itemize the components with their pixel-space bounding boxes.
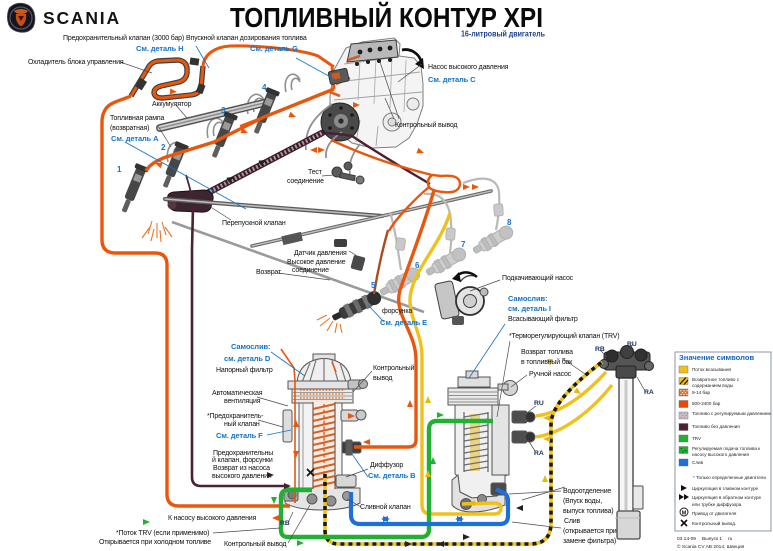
svg-text:Водоотделение: Водоотделение <box>563 488 611 495</box>
svg-text:Высокое давление: Высокое давление <box>287 259 346 266</box>
svg-text:соединение: соединение <box>287 178 324 185</box>
svg-text:Диффузор: Диффузор <box>370 462 403 469</box>
svg-text:й клапан, форсунки: й клапан, форсунки <box>212 456 273 464</box>
svg-text:TRV: TRV <box>692 436 702 441</box>
svg-text:Возврат из насоса: Возврат из насоса <box>213 465 270 472</box>
svg-text:Предохранительны: Предохранительны <box>213 450 273 457</box>
svg-text:вывод: вывод <box>373 375 392 382</box>
svg-text:(открывается при: (открывается при <box>563 528 617 535</box>
svg-text:выпуск топлива): выпуск топлива) <box>563 508 613 515</box>
svg-text:(возвратная): (возвратная) <box>110 125 149 132</box>
svg-text:Предохранительный клапан (3000: Предохранительный клапан (3000 бар) <box>63 34 184 42</box>
svg-text:ТОПЛИВНЫЙ КОНТУР XPI: ТОПЛИВНЫЙ КОНТУР XPI <box>230 1 543 33</box>
svg-text:См. деталь B: См. деталь B <box>368 471 416 480</box>
svg-text:*Терморегулирующий клапан (TRV: *Терморегулирующий клапан (TRV) <box>509 332 619 340</box>
svg-text:Датчик давления: Датчик давления <box>294 250 347 257</box>
svg-text:Тест: Тест <box>308 169 323 176</box>
svg-text:форсунка: форсунка <box>382 308 412 315</box>
svg-text:См. деталь F: См. деталь F <box>216 431 263 440</box>
svg-text:Контрольный вывод: Контрольный вывод <box>224 540 286 548</box>
svg-text:Возвратное топливо с: Возвратное топливо с <box>692 377 740 382</box>
svg-text:16-литровый двигатель: 16-литровый двигатель <box>461 29 545 39</box>
svg-text:высокого давления: высокого давления <box>212 473 272 480</box>
svg-text:© Scania CV AB 2014, Швеция: © Scania CV AB 2014, Швеция <box>677 543 745 550</box>
svg-text:Контрольный вывод: Контрольный вывод <box>395 121 457 129</box>
svg-text:(Впуск воды,: (Впуск воды, <box>563 498 602 505</box>
svg-text:RA: RA <box>534 450 544 457</box>
svg-text:См. деталь G: См. деталь G <box>250 44 298 53</box>
svg-text:К насосу высокого давления: К насосу высокого давления <box>168 515 256 522</box>
svg-text:SCANIA: SCANIA <box>43 8 121 28</box>
svg-text:Возврат.: Возврат. <box>256 269 282 276</box>
svg-text:RU: RU <box>534 400 544 407</box>
svg-text:RB: RB <box>280 520 290 527</box>
svg-text:Контрольный вывод.: Контрольный вывод. <box>692 520 736 526</box>
svg-text:вентиляция: вентиляция <box>224 398 261 405</box>
svg-text:Топливо с регулируемым давлени: Топливо с регулируемым давлением <box>692 411 771 416</box>
svg-text:См. деталь C: См. деталь C <box>428 75 476 84</box>
svg-text:См. деталь H: См. деталь H <box>136 44 183 53</box>
svg-text:Регулируемая подача топлива к: Регулируемая подача топлива к <box>692 446 761 451</box>
svg-text:в топливный бак: в топливный бак <box>521 358 573 366</box>
svg-text:Выпуск 1: Выпуск 1 <box>702 536 722 542</box>
svg-text:Перепускной клапан: Перепускной клапан <box>222 219 286 227</box>
svg-text:*Предохранитель-: *Предохранитель- <box>207 413 264 420</box>
svg-text:Автоматическая: Автоматическая <box>212 390 263 397</box>
svg-text:Самослив:: Самослив: <box>508 294 547 303</box>
svg-text:Циркуляция в обратном контуре: Циркуляция в обратном контуре <box>692 495 762 500</box>
svg-text:Подкачивающий насос: Подкачивающий насос <box>502 274 574 282</box>
svg-text:Контрольный: Контрольный <box>373 364 415 372</box>
svg-text:1: 1 <box>117 165 122 174</box>
svg-text:5: 5 <box>371 281 376 290</box>
svg-text:содержанием воды: содержанием воды <box>692 383 733 388</box>
svg-text:Впускной клапан дозирования то: Впускной клапан дозирования топлива <box>186 34 307 42</box>
svg-text:см. деталь I: см. деталь I <box>508 304 551 313</box>
svg-text:замене фильтра): замене фильтра) <box>563 538 616 545</box>
svg-text:Ручной насос: Ручной насос <box>529 370 572 378</box>
svg-text:Поток всасывания: Поток всасывания <box>692 367 732 372</box>
svg-text:Самослив:: Самослив: <box>231 342 270 351</box>
svg-text:Слив: Слив <box>692 460 704 465</box>
svg-text:Аккумулятор: Аккумулятор <box>152 101 192 108</box>
svg-text:соединение: соединение <box>292 267 329 274</box>
svg-text:Охладитель блока управления: Охладитель блока управления <box>28 58 124 66</box>
svg-text:см. деталь D: см. деталь D <box>224 354 271 363</box>
svg-text:Напорный фильтр: Напорный фильтр <box>216 366 273 374</box>
svg-text:или трубке диффузора: или трубке диффузора <box>692 502 742 507</box>
svg-text:ru: ru <box>728 536 733 542</box>
svg-text:Сливной клапан: Сливной клапан <box>360 503 411 511</box>
svg-text:8: 8 <box>507 218 512 227</box>
svg-text:ный клапан: ный клапан <box>224 420 260 428</box>
svg-text:См. деталь A: См. деталь A <box>111 134 159 143</box>
svg-text:6: 6 <box>415 261 420 270</box>
svg-text:RU: RU <box>627 341 637 348</box>
svg-text:Насос высокого давления: Насос высокого давления <box>428 64 509 71</box>
svg-text:Открывается при холодном топли: Открывается при холодном топливе <box>99 539 211 546</box>
svg-text:7: 7 <box>461 240 466 249</box>
svg-text:4: 4 <box>262 83 267 92</box>
svg-text:Топливная рампа: Топливная рампа <box>110 115 164 122</box>
svg-text:Привод от двигателя: Привод от двигателя <box>692 511 737 516</box>
svg-text:Возврат топлива: Возврат топлива <box>521 349 573 356</box>
svg-text:03.14-09: 03.14-09 <box>677 536 696 542</box>
svg-text:RA: RA <box>644 389 654 396</box>
svg-text:*Поток TRV (если применимо): *Поток TRV (если применимо) <box>116 530 209 537</box>
svg-text:2: 2 <box>161 143 166 152</box>
svg-text:M: M <box>682 511 687 517</box>
svg-text:3: 3 <box>221 106 226 115</box>
svg-text:Топливо без давления: Топливо без давления <box>692 424 740 429</box>
svg-text:Слив: Слив <box>564 518 581 525</box>
svg-text:Значение символов: Значение символов <box>679 353 754 362</box>
svg-text:Всасывающий фильтр: Всасывающий фильтр <box>508 315 578 323</box>
svg-text:9-14 бар: 9-14 бар <box>692 390 711 395</box>
svg-text:RB: RB <box>595 346 605 353</box>
svg-text:См. деталь E: См. деталь E <box>380 318 427 327</box>
svg-text:насосу высокого давления: насосу высокого давления <box>692 452 749 457</box>
svg-text:* Только определенные двигател: * Только определенные двигатели <box>693 475 766 480</box>
svg-text:500-2400 бар: 500-2400 бар <box>692 401 721 406</box>
svg-text:Циркуляция в главном контуре: Циркуляция в главном контуре <box>692 486 759 491</box>
